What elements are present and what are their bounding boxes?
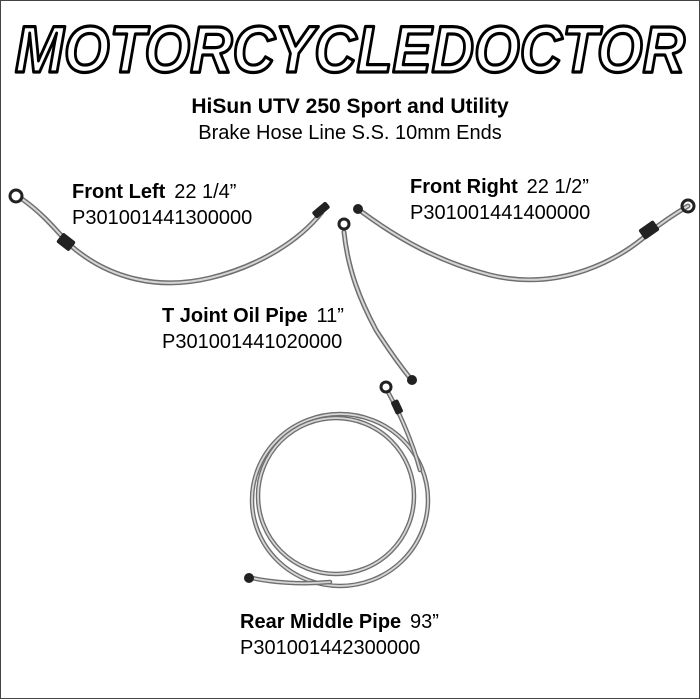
part-number: P301001441020000 <box>162 331 343 353</box>
part-number: P301001441400000 <box>410 202 591 224</box>
t-joint-label: T Joint Oil Pipe 11” P301001441020000 <box>162 304 344 355</box>
motorcycle-doctor-logo: MOTORCYCLEDOCTOR <box>13 10 686 87</box>
banjo-fitting-icon <box>680 198 696 214</box>
front-right-label: Front Right 22 1/2” P301001441400000 <box>410 175 590 226</box>
banjo-fitting-icon <box>8 188 24 204</box>
part-name: Front Left <box>72 181 166 203</box>
hose-end-fitting-icon <box>379 380 393 394</box>
hose-end-fitting-icon <box>391 399 403 415</box>
part-number: P301001441300000 <box>72 207 253 229</box>
svg-text:MOTORCYCLEDOCTOR: MOTORCYCLEDOCTOR <box>15 12 685 86</box>
part-name: T Joint Oil Pipe <box>162 305 308 327</box>
hose-end-fitting-icon <box>312 201 330 219</box>
hose-end-fitting-icon <box>407 375 417 385</box>
front-right-hose <box>353 198 696 283</box>
hose-end-fitting-icon <box>244 573 254 583</box>
part-length: 11” <box>316 305 344 327</box>
hose-clamp-icon <box>56 233 76 251</box>
front-left-hose <box>8 188 330 286</box>
part-name: Front Right <box>410 176 518 198</box>
rear-middle-pipe <box>244 380 431 589</box>
hose-end-fitting-icon <box>337 217 351 231</box>
product-subtitle: Brake Hose Line S.S. 10mm Ends <box>198 122 502 144</box>
front-left-label: Front Left 22 1/4” P301001441300000 <box>72 180 252 231</box>
part-number: P301001442300000 <box>240 637 421 659</box>
product-title: HiSun UTV 250 Sport and Utility <box>191 95 509 118</box>
part-length: 22 1/4” <box>174 181 237 203</box>
t-joint-oil-pipe <box>337 217 417 385</box>
part-length: 93” <box>410 611 439 633</box>
part-length: 22 1/2” <box>526 176 589 198</box>
hose-end-fitting-icon <box>353 204 363 214</box>
hose-clamp-icon <box>638 220 660 240</box>
rear-middle-label: Rear Middle Pipe 93” P301001442300000 <box>240 610 439 661</box>
part-name: Rear Middle Pipe <box>240 611 402 633</box>
